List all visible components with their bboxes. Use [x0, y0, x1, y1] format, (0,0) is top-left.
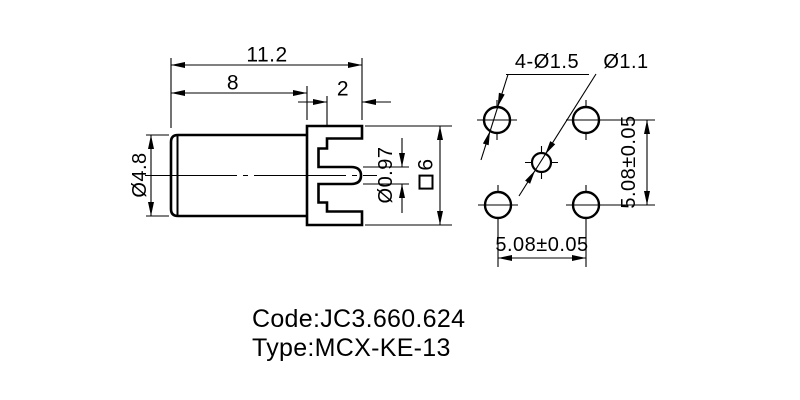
- horizontal-pitch-label: 5.08±0.05: [495, 234, 589, 256]
- vertical-pitch-label: 5.08±0.05: [618, 115, 640, 209]
- part-code: Code:JC3.660.624: [252, 305, 466, 333]
- dim-body-length-label: 8: [226, 71, 240, 95]
- dim-tail-length-label: 2: [336, 77, 350, 101]
- dim-flange-square-lines: [365, 125, 452, 226]
- leader-center-hole: [518, 73, 597, 197]
- dim-horizontal-pitch-lines: [498, 255, 586, 261]
- dim-overall-length-label: 11.2: [246, 43, 288, 67]
- dim-vertical-pitch-lines: [644, 120, 650, 205]
- corner-holes-label: 4-Ø1.5: [514, 51, 580, 73]
- center-hole-label: Ø1.1: [603, 51, 649, 73]
- hole-crosshair-inner: [484, 119, 599, 206]
- title-block: Code:JC3.660.624 Type:MCX-KE-13: [252, 305, 465, 363]
- dim-tail-lines: [298, 96, 391, 126]
- footprint-view: [477, 73, 655, 267]
- center-pin-hole: [530, 151, 553, 174]
- dim-pin-diameter-label: Ø0.97: [375, 146, 397, 204]
- part-type: Type:MCX-KE-13: [252, 334, 451, 362]
- side-view: [145, 58, 452, 227]
- dim-pin-dia-lines: [363, 138, 409, 213]
- square-section-symbol-icon: [418, 174, 434, 190]
- dim-flange-square-label: 6: [414, 158, 438, 190]
- dim-body-lines: [171, 86, 308, 120]
- dim-body-diameter-label: Ø4.8: [129, 152, 151, 198]
- dim-flange-square-value: 6: [414, 158, 438, 171]
- dim-body-dia-lines: [146, 134, 169, 217]
- leader-corner-holes: [480, 73, 589, 161]
